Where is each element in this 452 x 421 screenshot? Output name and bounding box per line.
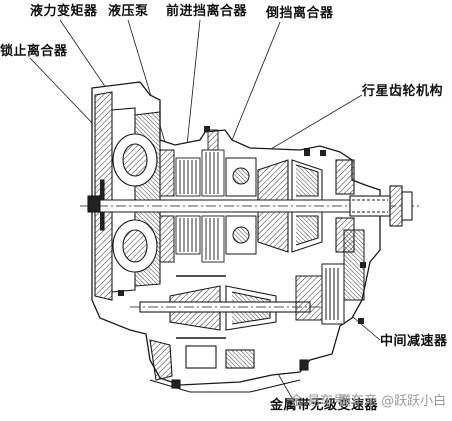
torque-converter-housing: [87, 91, 161, 301]
label-intermediate-reducer: 中间减速器: [380, 334, 448, 349]
main-shaft: [80, 199, 420, 213]
leader-hydraulic-pump: [127, 19, 169, 153]
label-lockup-clutch: 锁止离合器: [0, 44, 68, 59]
primary-pulley: [257, 159, 323, 253]
secondary-pulley: [130, 275, 330, 339]
label-forward-clutch: 前进挡离合器: [166, 4, 248, 19]
watermark-author: 懂车帝 @跃跃小白: [338, 394, 447, 409]
label-hydraulic-pump: 液压泵: [108, 4, 149, 19]
label-cvt: 金属带无级变速器: [270, 398, 379, 413]
label-reverse-clutch: 倒挡离合器: [266, 6, 334, 21]
leader-reverse-clutch: [227, 21, 281, 151]
label-planetary-gear: 行星齿轮机构: [362, 84, 444, 99]
oil-pan: [149, 339, 309, 393]
label-torque-converter: 液力变矩器: [30, 4, 98, 19]
watermark-logo-text: 金 易车号: [290, 394, 347, 409]
planetary-gear-set: [225, 157, 257, 255]
reverse-clutch-pack: [201, 129, 225, 263]
hydraulic-pump-block: [159, 149, 175, 263]
intermediate-reducer-gears: [295, 229, 365, 325]
forward-clutch-pack: [175, 157, 201, 255]
bolts: [118, 126, 366, 324]
leader-forward-clutch: [185, 19, 201, 156]
output-flange: [335, 159, 413, 253]
